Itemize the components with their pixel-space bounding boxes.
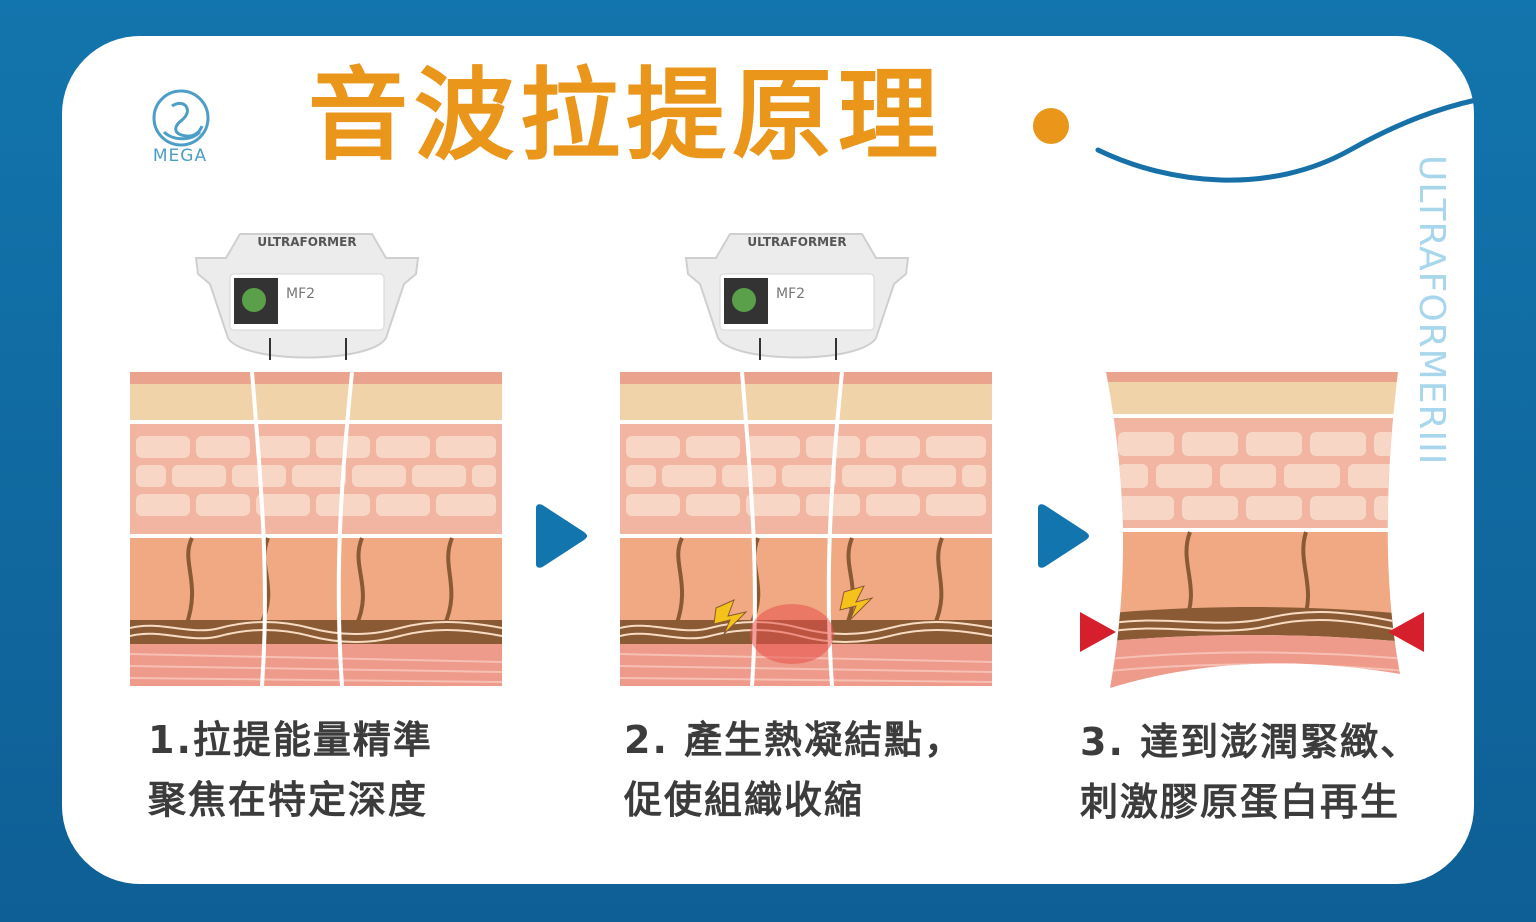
accent-dot — [1033, 108, 1069, 144]
step-caption-3: 3. 達到澎潤緊緻、 刺激膠原蛋白再生 — [1080, 712, 1420, 832]
step-caption-line: 促使組織收縮 — [624, 778, 865, 822]
logo-text: MEGA — [152, 146, 208, 166]
step-caption-line: 1.拉提能量精準 — [148, 718, 433, 762]
compress-marker-right — [1388, 612, 1424, 652]
step-arrow-2 — [1038, 504, 1089, 568]
step-caption-line: 刺激膠原蛋白再生 — [1080, 780, 1401, 824]
device-model-label: MF2 — [286, 286, 315, 302]
swan-icon — [152, 89, 210, 147]
page-title: 音波拉提原理 — [308, 57, 944, 174]
device-brand-label: ULTRAFORMER — [257, 235, 356, 249]
lightning-icon — [839, 585, 874, 621]
step-caption-line: 3. 達到澎潤緊緻、 — [1080, 720, 1421, 764]
step-caption-line: 2. 產生熱凝結點， — [624, 718, 965, 762]
focal-heat-point — [750, 604, 834, 664]
step-caption-2: 2. 產生熱凝結點， 促使組織收縮 — [624, 710, 964, 830]
step-caption-1: 1.拉提能量精準 聚焦在特定深度 — [148, 710, 433, 830]
lightning-icon — [713, 599, 748, 635]
ultraformer-device-1: MF2 ULTRAFORMER — [194, 233, 420, 360]
compress-marker-left — [1080, 612, 1116, 652]
device-brand-label: ULTRAFORMER — [747, 235, 846, 249]
device-model-label: MF2 — [776, 286, 805, 302]
step-arrow-1 — [536, 504, 587, 568]
skin-diagram-step-2 — [620, 372, 992, 686]
skin-diagram-step-3 — [1106, 372, 1400, 688]
step-caption-line: 聚焦在特定深度 — [148, 778, 429, 822]
ultraformer-device-2: MF2 ULTRAFORMER — [684, 233, 910, 360]
skin-diagram-step-1 — [130, 372, 502, 686]
